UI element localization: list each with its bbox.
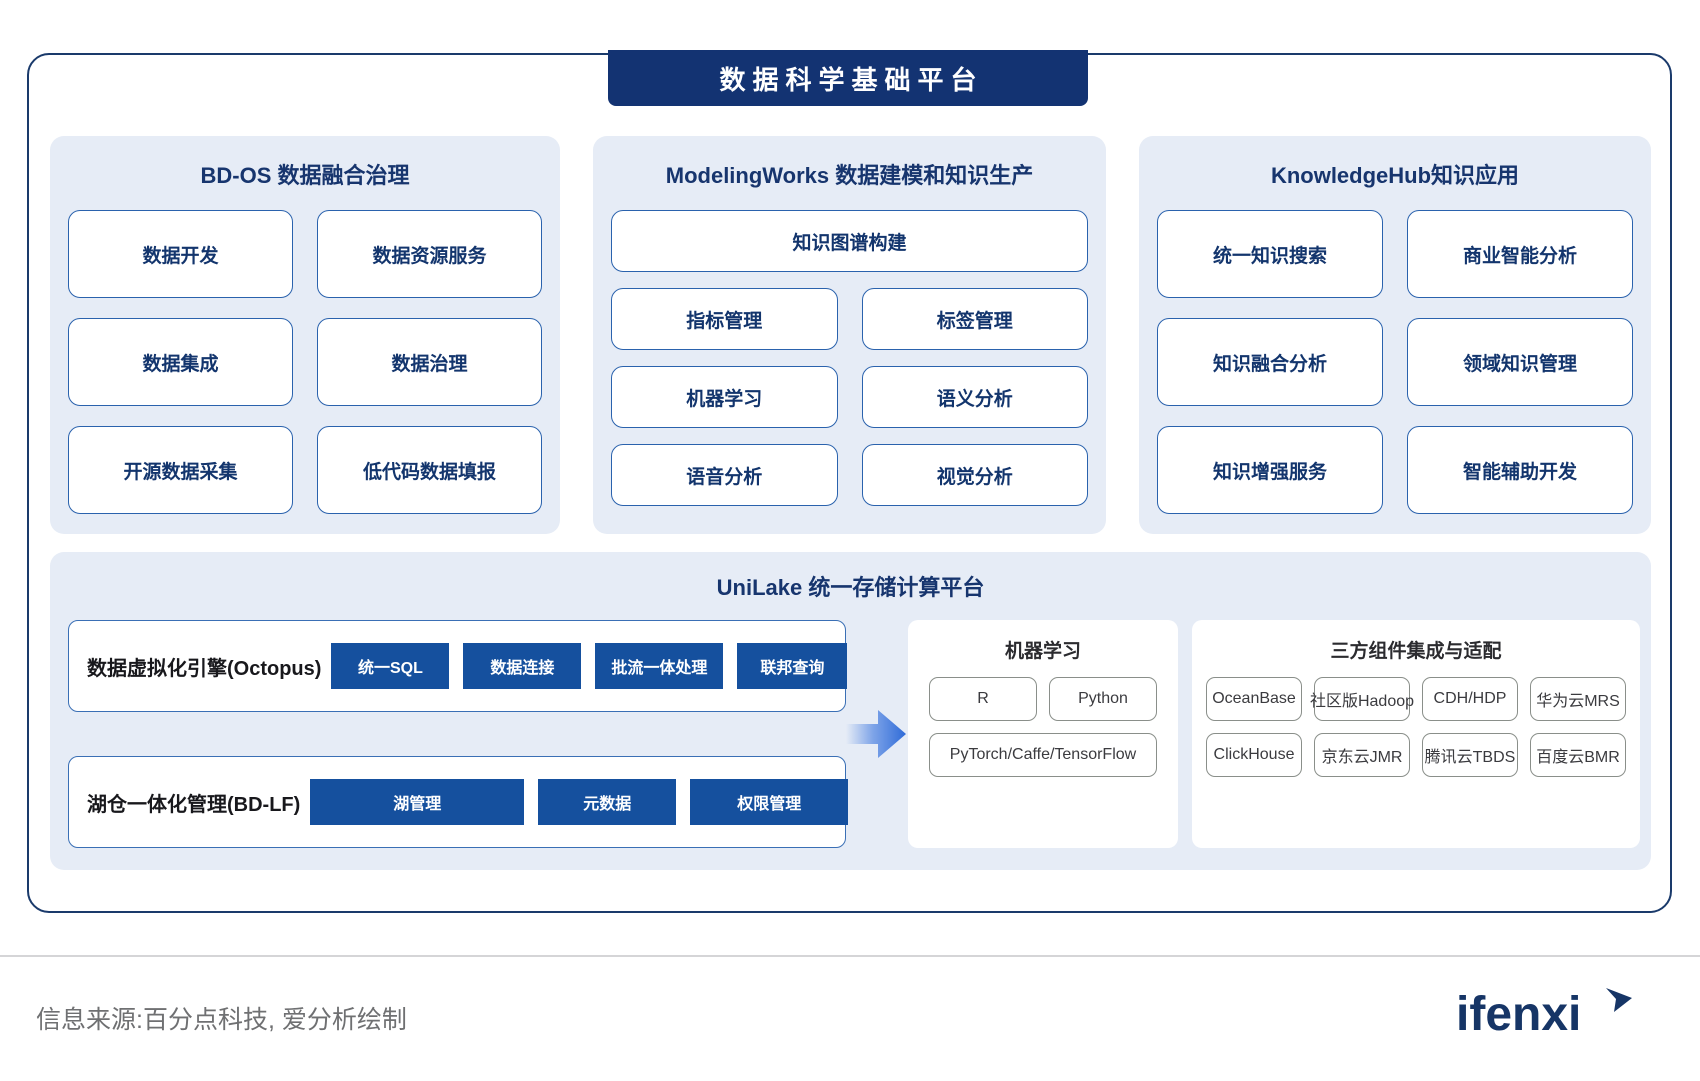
unilake-body: 数据虚拟化引擎(Octopus) 统一SQL 数据连接 批流一体处理 联邦查询 … [68,620,1640,848]
chip-octopus-0[interactable]: 统一SQL [331,643,450,689]
ifenxi-logo: ifenxi [1456,985,1666,1045]
bdlf-label: 湖仓一体化管理(BD-LF) [87,793,301,816]
pill-3p-0-1[interactable]: 社区版Hadoop [1310,677,1414,721]
third-party-pill-row-0: OceanBase 社区版Hadoop CDH/HDP 华为云MRS [1206,677,1626,721]
chip-octopus-1[interactable]: 数据连接 [463,643,582,689]
chip-bdlf-2[interactable]: 权限管理 [690,779,849,825]
panel-bdos-title: BD-OS 数据融合治理 [200,163,410,188]
pill-ml-python[interactable]: Python [1049,677,1157,721]
card-mw-1-0[interactable]: 机器学习 [611,366,838,428]
panel-bdos: BD-OS 数据融合治理 数据开发 数据资源服务 数据集成 数据治理 开源数据采… [50,136,560,534]
third-party-pills: OceanBase 社区版Hadoop CDH/HDP 华为云MRS Click… [1206,677,1626,777]
pill-3p-0-3[interactable]: 华为云MRS [1530,677,1626,721]
pill-3p-1-0[interactable]: ClickHouse [1206,733,1302,777]
panel-unilake-title: UniLake 统一存储计算平台 [716,575,985,600]
panel-unilake: UniLake 统一存储计算平台 数据虚拟化引擎(Octopus) 统一SQL … [50,552,1651,870]
card-mw-0-0[interactable]: 指标管理 [611,288,838,350]
card-bdos-1[interactable]: 数据资源服务 [317,210,542,298]
third-party-title: 三方组件集成与适配 [1330,641,1502,662]
machine-learning-pills: R Python PyTorch/Caffe/TensorFlow [922,677,1164,777]
svg-text:ifenxi: ifenxi [1456,988,1581,1041]
chip-octopus-3[interactable]: 联邦查询 [737,643,848,689]
card-third-party: 三方组件集成与适配 OceanBase 社区版Hadoop CDH/HDP 华为… [1192,620,1640,848]
card-machine-learning: 机器学习 R Python PyTorch/Caffe/TensorFlow [908,620,1178,848]
card-kh-2[interactable]: 知识融合分析 [1157,318,1383,406]
unilake-left-column: 数据虚拟化引擎(Octopus) 统一SQL 数据连接 批流一体处理 联邦查询 … [68,620,849,848]
source-note: 信息来源:百分点科技, 爱分析绘制 [36,1006,407,1034]
bdlf-engine-box: 湖仓一体化管理(BD-LF) 湖管理 元数据 权限管理 [68,756,849,848]
card-mw-knowledge-graph[interactable]: 知识图谱构建 [611,210,1088,272]
card-kh-0[interactable]: 统一知识搜索 [1157,210,1383,298]
panel-knowledgehub-cards: 统一知识搜索 商业智能分析 知识融合分析 领域知识管理 知识增强服务 智能辅助开… [1157,210,1633,514]
octopus-label: 数据虚拟化引擎(Octopus) [87,657,322,680]
platform-title-banner: 数据科学基础平台 [608,50,1088,106]
card-mw-0-1[interactable]: 标签管理 [861,288,1088,350]
footer-divider [0,955,1700,957]
card-bdos-4[interactable]: 开源数据采集 [68,426,293,514]
flow-arrow-container [846,620,908,848]
panel-bdos-cards: 数据开发 数据资源服务 数据集成 数据治理 开源数据采集 低代码数据填报 [68,210,542,514]
right-arrow-icon [846,710,906,758]
card-mw-2-1[interactable]: 视觉分析 [861,444,1088,506]
mw-row-2: 语音分析 视觉分析 [611,444,1088,506]
card-kh-4[interactable]: 知识增强服务 [1157,426,1383,514]
octopus-chip-row: 统一SQL 数据连接 批流一体处理 联邦查询 [331,643,848,689]
diagram-frame: 数据科学基础平台 BD-OS 数据融合治理 数据开发 数据资源服务 数据集成 数… [27,50,1672,913]
octopus-engine-box: 数据虚拟化引擎(Octopus) 统一SQL 数据连接 批流一体处理 联邦查询 [68,620,848,712]
top-panels-row: BD-OS 数据融合治理 数据开发 数据资源服务 数据集成 数据治理 开源数据采… [50,136,1651,534]
ml-pill-row-1: PyTorch/Caffe/TensorFlow [922,733,1164,777]
card-kh-3[interactable]: 领域知识管理 [1407,318,1633,406]
card-mw-2-0[interactable]: 语音分析 [611,444,838,506]
card-bdos-5[interactable]: 低代码数据填报 [317,426,542,514]
panel-knowledgehub-title: KnowledgeHub知识应用 [1270,163,1520,188]
chip-bdlf-0[interactable]: 湖管理 [310,779,525,825]
ml-pill-row-0: R Python [922,677,1164,721]
panel-modelingworks-title: ModelingWorks 数据建模和知识生产 [665,163,1034,188]
pill-ml-r[interactable]: R [929,677,1037,721]
chip-octopus-2[interactable]: 批流一体处理 [595,643,724,689]
card-mw-1-1[interactable]: 语义分析 [861,366,1088,428]
card-bdos-0[interactable]: 数据开发 [68,210,293,298]
third-party-pill-row-1: ClickHouse 京东云JMR 腾讯云TBDS 百度云BMR [1206,733,1626,777]
pill-3p-0-2[interactable]: CDH/HDP [1422,677,1518,721]
panel-modelingworks-cards: 知识图谱构建 指标管理 标签管理 机器学习 语义分析 语音分析 视觉分析 [611,210,1088,514]
panel-knowledgehub: KnowledgeHub知识应用 统一知识搜索 商业智能分析 知识融合分析 领域… [1139,136,1651,534]
bdlf-chip-row: 湖管理 元数据 权限管理 [310,779,849,825]
machine-learning-title: 机器学习 [1004,641,1081,662]
pill-ml-frameworks[interactable]: PyTorch/Caffe/TensorFlow [929,733,1157,777]
pill-3p-0-0[interactable]: OceanBase [1206,677,1302,721]
card-kh-5[interactable]: 智能辅助开发 [1407,426,1633,514]
pill-3p-1-3[interactable]: 百度云BMR [1530,733,1626,777]
chip-bdlf-1[interactable]: 元数据 [538,779,677,825]
card-bdos-3[interactable]: 数据治理 [317,318,542,406]
unilake-right-column: 机器学习 R Python PyTorch/Caffe/TensorFlow [908,620,1640,848]
ifenxi-logo-icon: ifenxi [1456,988,1632,1041]
panel-modelingworks: ModelingWorks 数据建模和知识生产 知识图谱构建 指标管理 标签管理… [593,136,1106,534]
pill-3p-1-1[interactable]: 京东云JMR [1314,733,1410,777]
pill-3p-1-2[interactable]: 腾讯云TBDS [1422,733,1518,777]
card-kh-1[interactable]: 商业智能分析 [1407,210,1633,298]
mw-row-1: 机器学习 语义分析 [611,366,1088,428]
card-bdos-2[interactable]: 数据集成 [68,318,293,406]
mw-row-0: 指标管理 标签管理 [611,288,1088,350]
page-title: 数据科学基础平台 [719,64,984,95]
